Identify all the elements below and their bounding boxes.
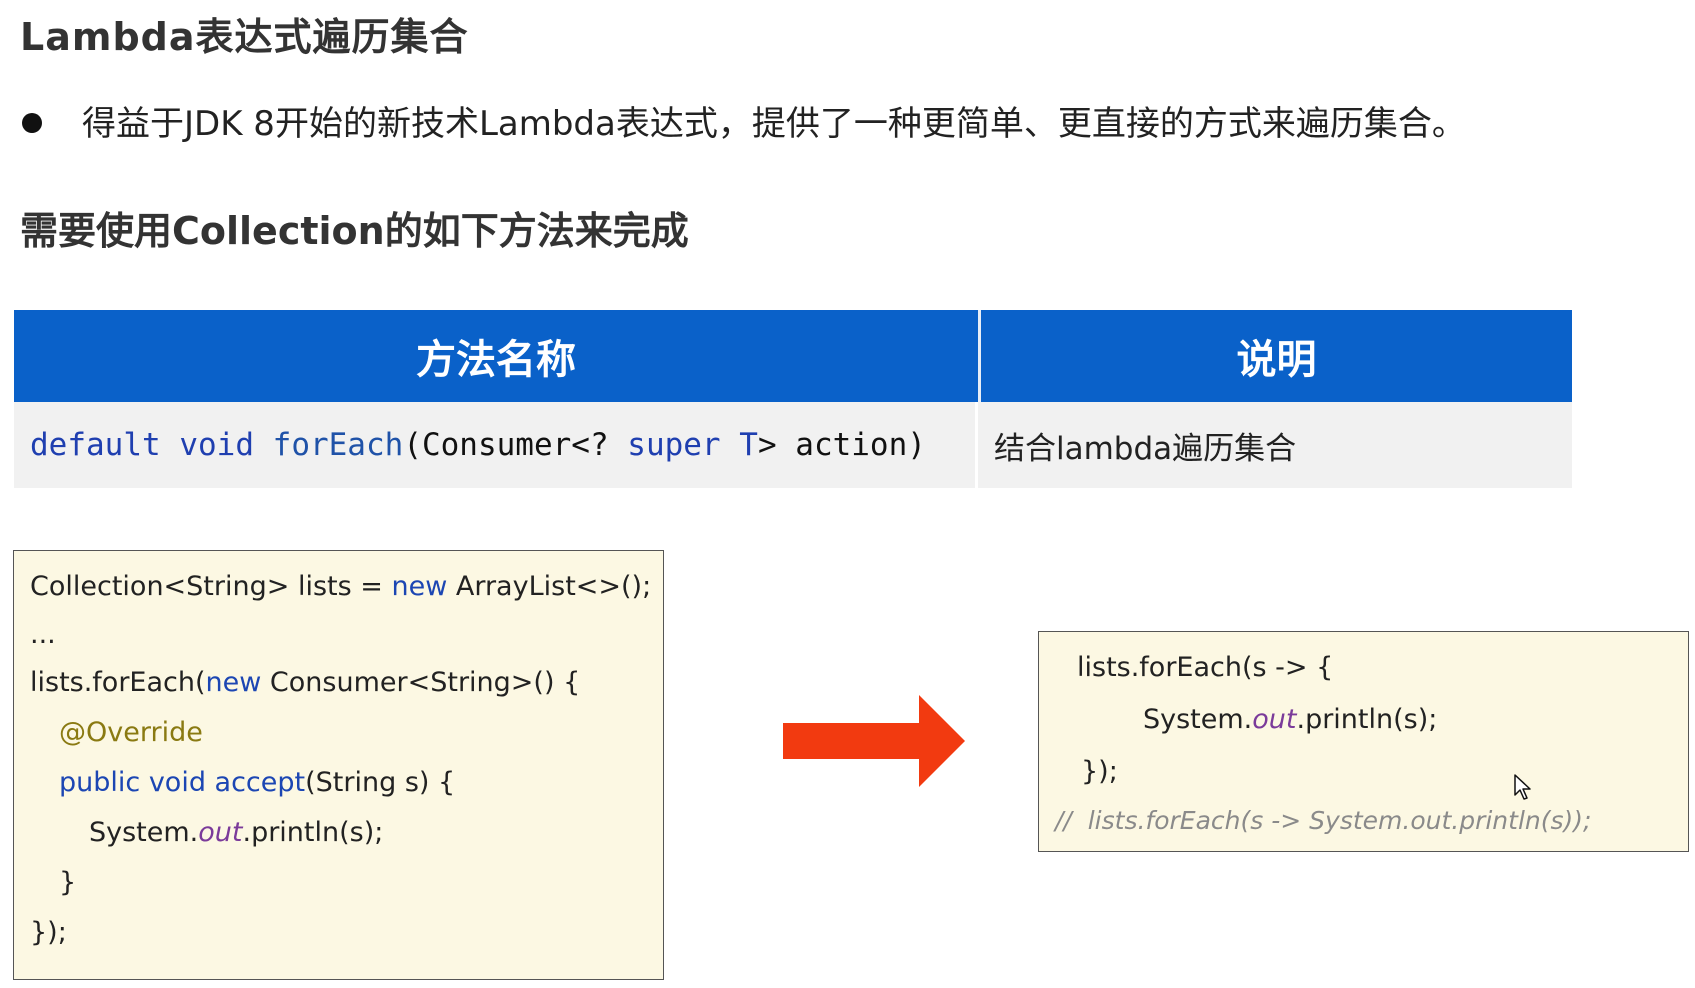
type-t: T	[739, 427, 758, 463]
code-text: ArrayList<>();	[447, 571, 652, 602]
page-title: Lambda表达式遍历集合	[20, 15, 469, 59]
code-text: System.	[89, 817, 199, 848]
method-description: 结合lambda遍历集合	[994, 430, 1297, 467]
header-method-name: 方法名称	[14, 310, 981, 402]
code-text: lists.forEach(	[30, 667, 206, 698]
code-line-7: }	[59, 867, 77, 898]
bullet-text: 得益于JDK 8开始的新技术Lambda表达式，提供了一种更简单、更直接的方式来…	[82, 104, 1466, 144]
code-line-5: public void accept(String s) {	[59, 767, 455, 798]
code-line-6: System.out.println(s);	[89, 817, 383, 848]
code-text: Collection<String> lists =	[30, 571, 392, 602]
keyword-void: void	[179, 427, 254, 463]
bullet-dot-icon	[22, 112, 42, 133]
method-foreach: forEach	[272, 427, 404, 463]
lambda-code: lists.forEach(s -> { System.out.println(…	[1038, 631, 1689, 852]
code-text: System.	[1143, 704, 1253, 735]
section-subtitle: 需要使用Collection的如下方法来完成	[20, 209, 689, 253]
code-comment: // lists.forEach(s -> System.out.println…	[1055, 806, 1592, 835]
code-text: (String s) {	[305, 767, 456, 798]
code-line-8: });	[30, 917, 67, 948]
keyword-new: new	[391, 571, 448, 602]
method-accept: public void accept	[59, 767, 306, 798]
code-line-1: lists.forEach(s -> {	[1077, 652, 1334, 683]
keyword-new: new	[205, 667, 262, 698]
method-table: 方法名称 说明 default void forEach(Consumer<? …	[14, 310, 1572, 488]
code-line-2: ...	[30, 619, 56, 650]
right-arrow-icon	[783, 695, 965, 787]
code-line-4: @Override	[59, 717, 203, 748]
code-text: .println(s);	[242, 817, 384, 848]
anonymous-class-code: Collection<String> lists = new ArrayList…	[13, 550, 664, 980]
method-signature: default void forEach(Consumer<? super T>…	[14, 402, 978, 488]
field-out: out	[1252, 704, 1297, 735]
field-out: out	[198, 817, 243, 848]
code-line-2: System.out.println(s);	[1143, 704, 1437, 735]
mouse-cursor-icon	[1514, 774, 1531, 800]
param-rest: > action)	[757, 427, 926, 463]
code-text: Consumer<String>() {	[261, 667, 581, 698]
code-text: .println(s);	[1296, 704, 1438, 735]
code-line-3: });	[1081, 756, 1118, 787]
table-header: 方法名称 说明	[14, 310, 1572, 402]
param-open: (Consumer<?	[403, 427, 628, 463]
keyword-default: default	[30, 427, 161, 463]
code-line-1: Collection<String> lists = new ArrayList…	[30, 571, 651, 602]
keyword-super: super	[627, 427, 721, 463]
code-line-3: lists.forEach(new Consumer<String>() {	[30, 667, 580, 698]
bullet-point: 得益于JDK 8开始的新技术Lambda表达式，提供了一种更简单、更直接的方式来…	[22, 96, 1466, 145]
table-row: default void forEach(Consumer<? super T>…	[14, 402, 1572, 488]
header-description: 说明	[1236, 337, 1317, 383]
